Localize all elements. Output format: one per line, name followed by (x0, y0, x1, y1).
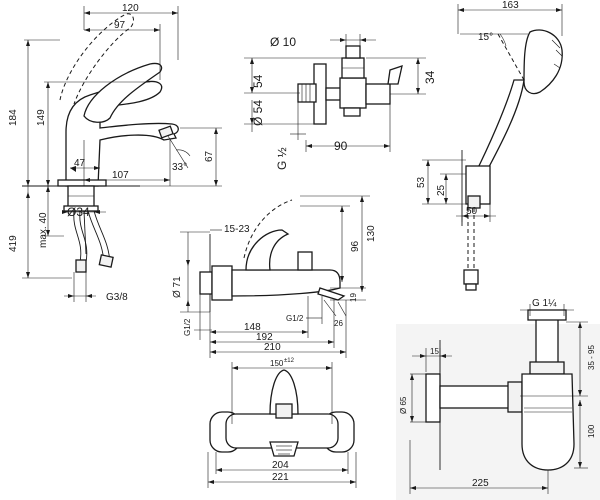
hose-fitting-left (75, 259, 87, 273)
dim-97-label: 97 (114, 20, 126, 31)
bottle-trap-view: G 1¼ 15 35 - 95 Ø 65 100 225 (396, 297, 600, 500)
front-spout (269, 441, 299, 457)
front-lever-base (275, 403, 293, 419)
dim-dia54-label: Ø 54 (251, 100, 265, 126)
dim-g114-label: G 1¼ (532, 297, 557, 309)
dim-50-label: 50 (466, 206, 478, 217)
dim-53-label: 53 (416, 176, 427, 188)
dim-dia34-label: Ø34 (67, 205, 90, 219)
dim-149-label: 149 (36, 109, 47, 126)
dim-1523-label: 15-23 (224, 224, 250, 235)
dim-3595-label: 35 - 95 (587, 345, 596, 370)
connector-rosette (211, 265, 233, 301)
dim-419-label: 419 (8, 235, 19, 252)
trap-inlet-nut (529, 361, 565, 375)
dim-26-label: 26 (334, 319, 343, 328)
trap-top-flange (527, 309, 567, 321)
dim-dia10-label: Ø 10 (270, 35, 296, 49)
dim-25-label: 25 (436, 184, 447, 196)
valve-lever (387, 65, 403, 85)
dim-148-label: 148 (244, 322, 261, 333)
mounting-nut (63, 205, 99, 212)
dim-g38-label: G3/8 (106, 292, 128, 303)
dim-g12-label: G ½ (275, 147, 289, 170)
dim-184-label: 184 (8, 109, 19, 126)
dim-47-label: 47 (74, 158, 86, 169)
dim-130-label: 130 (366, 225, 377, 242)
shower-handle (473, 79, 525, 181)
lever-open-position-outline (59, 13, 134, 105)
dim-204-label: 204 (272, 460, 289, 471)
valve-wall-thread (297, 83, 317, 103)
dim-54-label: 54 (251, 74, 265, 88)
dim-96-label: 96 (350, 240, 361, 252)
valve-outlet (365, 83, 391, 105)
dim-107-label: 107 (112, 170, 129, 181)
dim-100-label: 100 (587, 424, 596, 438)
faucet-aerator (158, 125, 174, 139)
angle-valve-view: Ø 10 54 Ø 54 34 G ½ 90 (244, 34, 437, 170)
hose-fitting-right (98, 254, 114, 268)
bath-lever-open-position (243, 199, 293, 259)
valve-body (339, 77, 367, 109)
flex-hose-left (73, 210, 82, 263)
hose-connector (463, 269, 479, 285)
dim-90-label: 90 (334, 139, 348, 153)
dim-210-label: 210 (264, 342, 281, 353)
dim-192-label: 192 (256, 332, 273, 343)
dim-g12-spout-label: G1/2 (286, 314, 304, 323)
dim-67-label: 67 (204, 150, 215, 162)
dim-120-label: 120 (122, 3, 139, 14)
shower-15deg-guide (497, 33, 525, 81)
valve-bottom-nut (343, 107, 361, 117)
dim-19-label: 19 (349, 293, 358, 302)
dim-34-label: 34 (423, 70, 437, 84)
dim-g12-left-label: G1/2 (183, 318, 192, 336)
diverter-knob (297, 251, 313, 271)
eccentric-connector (199, 271, 213, 295)
valve-outlet-nipple (345, 45, 361, 59)
dim-225-label: 225 (472, 478, 489, 489)
dim-221-label: 221 (272, 472, 289, 483)
dim-dia71-label: Ø 71 (172, 276, 183, 298)
dim-15deg-label: 15° (478, 32, 493, 43)
dim-150-tolerance-label: ±12 (284, 358, 295, 364)
bath-mixer-lever (245, 229, 290, 271)
trap-outlet-nut (507, 381, 523, 413)
dim-33deg-label: 33° (172, 162, 187, 173)
bath-mixer-front-view: 150 ±12 204 221 (207, 358, 357, 488)
hand-shower-view: 163 15° 53 25 50 (416, 0, 563, 291)
trap-wall-rosette (425, 373, 441, 423)
faucet-base-plate (57, 179, 107, 187)
dim-dia65-label: Ø 65 (399, 396, 408, 414)
dim-15-label: 15 (430, 347, 439, 356)
dim-150-label: 150 (270, 359, 284, 368)
dim-max40-label: max. 40 (38, 212, 49, 248)
bath-mixer-side-view: 15-23 96 130 Ø 71 19 G1/2 G1/2 26 (172, 195, 377, 358)
trap-bottle-body (521, 373, 575, 471)
dim-163-label: 163 (502, 0, 519, 11)
basin-faucet-view: 120 97 184 149 47 107 33° 67 (8, 3, 222, 303)
front-mixer-lever (269, 369, 299, 415)
shower-head (523, 29, 563, 95)
